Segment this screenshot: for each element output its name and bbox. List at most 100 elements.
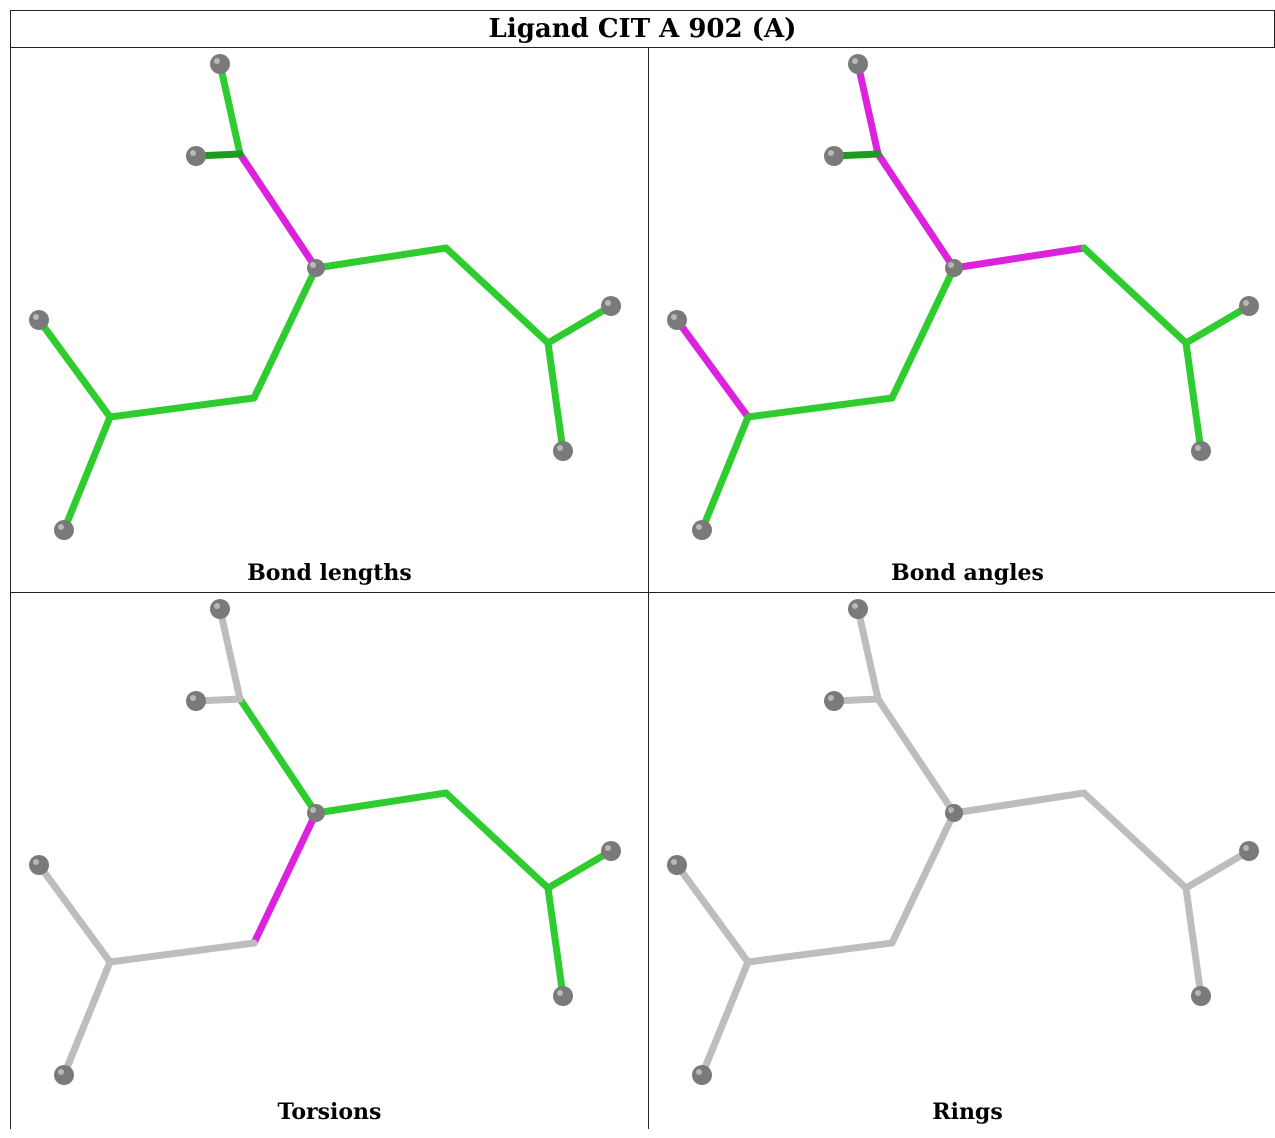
bond-3-8 xyxy=(888,264,958,402)
atom-highlight-0 xyxy=(214,603,220,609)
atom-3 xyxy=(945,804,963,822)
bond-9-11 xyxy=(698,413,752,534)
bond-4-5 xyxy=(1080,244,1190,347)
atom-0 xyxy=(210,599,230,619)
atom-highlight-1 xyxy=(828,695,834,701)
atom-highlight-11 xyxy=(58,524,64,530)
bond-8-9 xyxy=(744,939,896,966)
bond-5-7 xyxy=(1182,339,1205,455)
caption-rings: Rings xyxy=(932,1099,1003,1125)
atom-highlight-10 xyxy=(671,314,677,320)
bond-5-7 xyxy=(544,884,567,1000)
bond-0-2 xyxy=(854,605,882,703)
atom-10 xyxy=(29,310,49,330)
title-cell: Ligand CIT A 902 (A) xyxy=(10,10,1275,48)
atom-10 xyxy=(667,310,687,330)
atom-highlight-11 xyxy=(58,1069,64,1075)
bond-3-4 xyxy=(312,789,450,817)
atom-11 xyxy=(692,1065,712,1085)
atom-10 xyxy=(29,855,49,875)
atom-6 xyxy=(1239,841,1259,861)
bond-9-11 xyxy=(60,413,114,534)
panel-torsions: Torsions xyxy=(11,593,648,1138)
atom-0 xyxy=(848,54,868,74)
bond-3-8 xyxy=(250,809,320,947)
molecule-torsions xyxy=(29,599,621,1085)
atom-7 xyxy=(1191,986,1211,1006)
atom-highlight-10 xyxy=(33,859,39,865)
bond-0-2 xyxy=(216,605,244,703)
atom-highlight-6 xyxy=(605,845,611,851)
panel-rings: Rings xyxy=(649,593,1275,1138)
bond-2-3 xyxy=(874,150,958,272)
atom-highlight-0 xyxy=(852,603,858,609)
atom-highlight-3 xyxy=(310,807,316,813)
atom-1 xyxy=(824,691,844,711)
bond-4-5 xyxy=(442,789,552,892)
bond-3-4 xyxy=(950,244,1088,272)
bond-9-10 xyxy=(673,861,752,966)
caption-bond-lengths: Bond lengths xyxy=(247,560,412,586)
molecule-bond-angles xyxy=(667,54,1259,540)
bond-3-8 xyxy=(250,264,320,402)
atom-1 xyxy=(186,691,206,711)
bond-3-4 xyxy=(950,789,1088,817)
atom-highlight-7 xyxy=(557,990,563,996)
molecule-bond-lengths xyxy=(29,54,621,540)
atom-11 xyxy=(54,1065,74,1085)
atom-6 xyxy=(601,841,621,861)
bond-8-9 xyxy=(106,939,258,966)
atom-highlight-10 xyxy=(671,859,677,865)
bond-9-10 xyxy=(35,316,114,421)
bond-4-5 xyxy=(442,244,552,347)
bond-5-7 xyxy=(544,339,567,455)
bond-9-11 xyxy=(698,958,752,1079)
bond-9-10 xyxy=(673,316,752,421)
atom-highlight-11 xyxy=(696,1069,702,1075)
atom-3 xyxy=(945,259,963,277)
atom-highlight-0 xyxy=(214,58,220,64)
bond-0-2 xyxy=(854,60,882,158)
atom-highlight-7 xyxy=(1195,445,1201,451)
atom-10 xyxy=(667,855,687,875)
atom-highlight-6 xyxy=(605,300,611,306)
molecule-rings xyxy=(667,599,1259,1085)
figure-frame: Ligand CIT A 902 (A) Bond lengths Bond a… xyxy=(10,10,1275,1129)
atom-0 xyxy=(848,599,868,619)
atom-highlight-11 xyxy=(696,524,702,530)
bond-9-11 xyxy=(60,958,114,1079)
atom-highlight-10 xyxy=(33,314,39,320)
atom-7 xyxy=(553,441,573,461)
atom-highlight-3 xyxy=(948,262,954,268)
atom-7 xyxy=(553,986,573,1006)
bond-8-9 xyxy=(106,394,258,421)
bond-0-2 xyxy=(216,60,244,158)
atom-6 xyxy=(601,296,621,316)
atom-11 xyxy=(692,520,712,540)
bond-5-6 xyxy=(1182,302,1253,347)
caption-bond-angles: Bond angles xyxy=(891,560,1044,586)
atom-highlight-1 xyxy=(190,150,196,156)
atom-highlight-3 xyxy=(948,807,954,813)
caption-torsions: Torsions xyxy=(277,1099,382,1125)
atom-highlight-7 xyxy=(1195,990,1201,996)
bond-5-6 xyxy=(544,302,615,347)
atom-highlight-6 xyxy=(1243,845,1249,851)
bond-3-4 xyxy=(312,244,450,272)
bond-5-6 xyxy=(544,847,615,892)
atom-0 xyxy=(210,54,230,74)
atom-1 xyxy=(824,146,844,166)
panel-bond-lengths: Bond lengths xyxy=(11,48,648,593)
table-grid xyxy=(10,47,1275,1129)
figure-title: Ligand CIT A 902 (A) xyxy=(488,14,797,44)
atom-highlight-7 xyxy=(557,445,563,451)
bond-9-10 xyxy=(35,861,114,966)
bond-4-5 xyxy=(1080,789,1190,892)
bond-5-6 xyxy=(1182,847,1253,892)
atom-highlight-1 xyxy=(828,150,834,156)
atom-1 xyxy=(186,146,206,166)
atom-highlight-1 xyxy=(190,695,196,701)
bond-2-3 xyxy=(236,695,320,817)
bond-8-9 xyxy=(744,394,896,421)
atom-highlight-0 xyxy=(852,58,858,64)
